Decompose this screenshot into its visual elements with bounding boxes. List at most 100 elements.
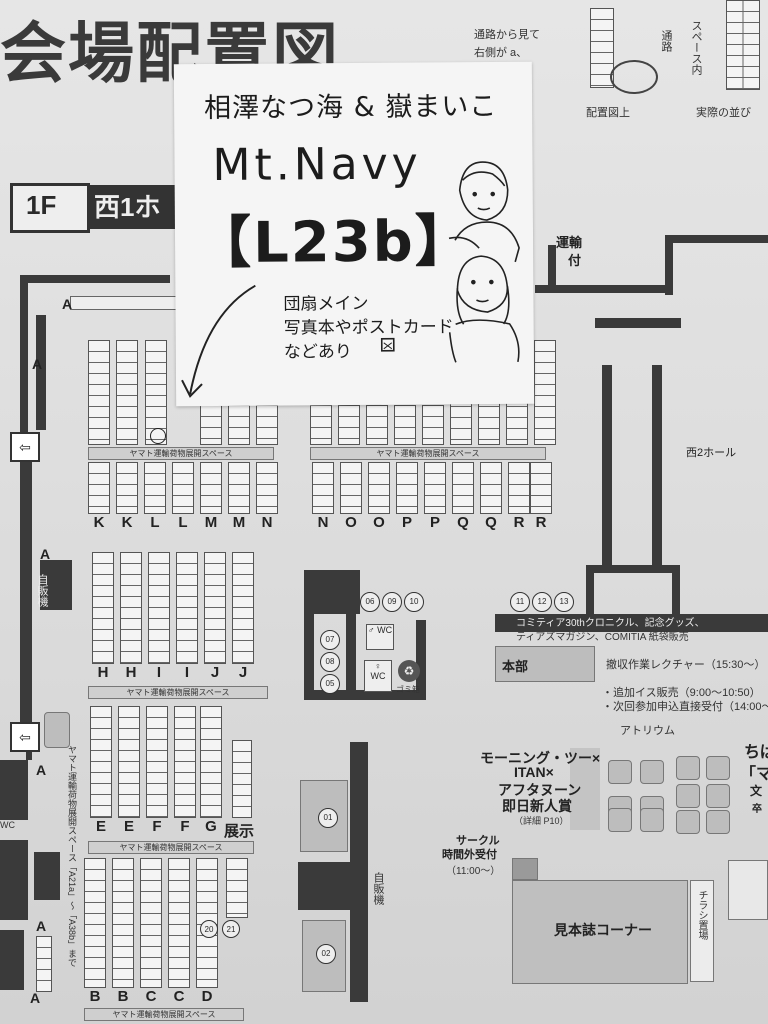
booth-block xyxy=(146,706,168,818)
booth-block xyxy=(88,462,110,514)
exit-icon: ⇦ xyxy=(10,432,40,462)
schedule-line-1: 撤収作業レクチャー（15:30〜） xyxy=(606,659,766,671)
column-label: N xyxy=(317,514,329,531)
wall-block xyxy=(34,852,60,900)
wall-center-r2 xyxy=(416,620,426,700)
exhibit-label: 展示 xyxy=(224,823,255,840)
hall-label: 西1ホ xyxy=(88,185,178,229)
booth-block xyxy=(310,405,332,445)
atrium-booth xyxy=(608,760,632,784)
circle-booth: 13 xyxy=(554,592,574,612)
column-label: P xyxy=(429,514,440,531)
circle-booth: 09 xyxy=(382,592,402,612)
booth-block xyxy=(168,858,190,988)
column-label: B xyxy=(89,988,101,1005)
booth-block xyxy=(204,552,226,664)
comitia-banner xyxy=(495,614,768,632)
wall-center-l xyxy=(304,570,314,700)
floor-label: 1F xyxy=(26,190,57,220)
yamato-box xyxy=(44,712,70,748)
column-label: O xyxy=(373,514,385,531)
comitia-info-2: ティアズマガジン、COMITIA 紙袋販売 xyxy=(516,632,689,643)
circle-booth: 12 xyxy=(532,592,552,612)
yamato-vertical-label: ヤマト運輸荷物展開スペース「A21a」〜「A38b」まで xyxy=(67,745,77,968)
wall-block xyxy=(0,840,28,920)
booth-block xyxy=(228,405,250,445)
column-label: M xyxy=(232,514,246,531)
person-sketch-1-icon xyxy=(448,161,520,263)
booth-block xyxy=(140,858,162,988)
yamato-strip: ヤマト運輸荷物展開スペース xyxy=(88,447,274,460)
booth-block xyxy=(176,552,198,664)
booth-block xyxy=(534,340,556,445)
circle-booth: 07 xyxy=(320,630,340,650)
booth-block xyxy=(88,340,110,445)
column-label: G xyxy=(205,818,217,835)
top-row-booths xyxy=(70,296,182,310)
legend-aisle: 通路 xyxy=(660,30,672,52)
legend-caption-left: 配置図上 xyxy=(586,107,630,119)
legend-space: スペース内 xyxy=(690,20,702,75)
legend-line-1: 通路から見て xyxy=(474,29,540,41)
booth-block xyxy=(226,858,248,918)
vending-block xyxy=(40,560,72,610)
exit-a-mark: A xyxy=(36,918,47,934)
exit-icon-2: ⇦ xyxy=(10,722,40,752)
booth-block xyxy=(340,462,362,514)
booth-block xyxy=(174,706,196,818)
column-label: Q xyxy=(485,514,497,531)
circle-desk-3: （11:00〜） xyxy=(446,866,501,877)
booth-block xyxy=(396,462,418,514)
transport-sub: 付 xyxy=(568,253,582,268)
booth-block xyxy=(480,462,502,514)
pillar-2 xyxy=(652,365,662,565)
award-line-3: アフタヌーン xyxy=(498,782,582,798)
award-line-5: （詳細 P10） xyxy=(514,816,569,826)
edge-label: ちば xyxy=(744,744,768,761)
atrium-booth xyxy=(608,808,632,832)
column-label: J xyxy=(238,664,248,681)
circle-booth: 01 xyxy=(318,808,338,828)
wall-vending-l xyxy=(298,862,350,910)
column-label: Q xyxy=(457,514,469,531)
circle-booth: 10 xyxy=(404,592,424,612)
award-line-1: モーニング・ツー× xyxy=(480,750,601,766)
circle-booth: 05 xyxy=(320,674,340,694)
target-booth-circle xyxy=(150,428,166,444)
honbu-label: 本部 xyxy=(502,659,529,674)
column-label: L xyxy=(150,514,160,531)
wall-left-lower xyxy=(26,460,32,760)
booth-block xyxy=(424,462,446,514)
note-box-mark xyxy=(383,342,393,350)
floor-label-box xyxy=(10,183,90,233)
arrow-head-icon xyxy=(181,379,203,398)
circle-desk-2: 時間外受付 xyxy=(442,849,497,861)
edge-label: 卒 xyxy=(752,804,762,815)
column-label: I xyxy=(156,664,162,681)
circle-desk-1: サークル xyxy=(456,835,500,847)
legend-block-actual xyxy=(726,0,760,90)
trash-label: ゴミ箱 xyxy=(396,685,420,694)
column-label: H xyxy=(97,664,109,681)
trash-icon: ♻ xyxy=(398,660,420,682)
atrium-label: アトリウム xyxy=(620,725,675,737)
column-label: N xyxy=(261,514,273,531)
column-label: C xyxy=(173,988,185,1005)
atrium-booth xyxy=(676,756,700,780)
column-label: J xyxy=(210,664,220,681)
booth-block xyxy=(200,405,222,445)
exit-a-mark: A xyxy=(40,546,51,562)
atrium-booth xyxy=(640,808,664,832)
honbu-box xyxy=(495,646,595,682)
sample-corner-box xyxy=(512,880,688,984)
sample-corner-label: 見本誌コーナー xyxy=(554,922,652,938)
legend-line-2: 右側が a、 xyxy=(474,47,528,59)
person-sketch-2-icon xyxy=(448,255,520,363)
wall-top xyxy=(20,275,170,283)
wall-block xyxy=(0,930,24,990)
wall-mid-l xyxy=(586,565,594,625)
booth-block xyxy=(90,706,112,818)
transport-label: 運輸 xyxy=(556,235,583,250)
circle-booth: 02 xyxy=(316,944,336,964)
exit-a-mark: A xyxy=(36,762,47,778)
